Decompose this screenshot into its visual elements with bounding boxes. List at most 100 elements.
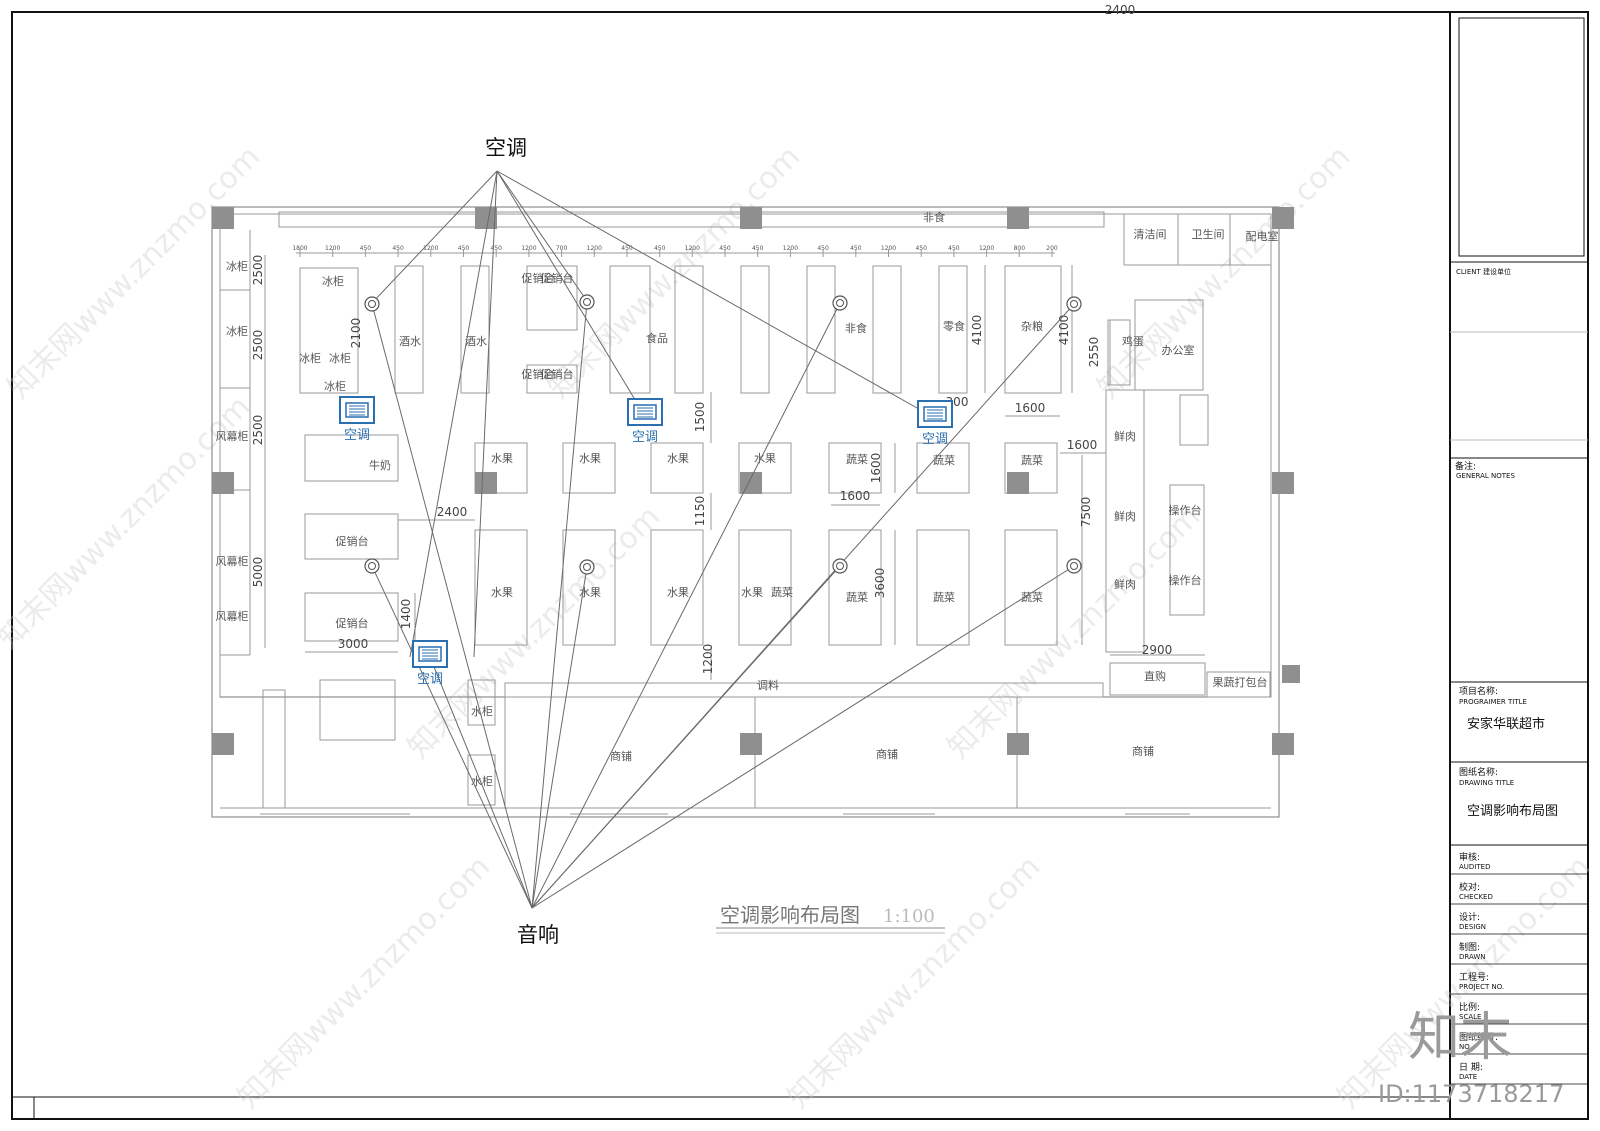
room-label: 促销台 — [522, 271, 555, 285]
dimension-label: 1600 — [1015, 401, 1046, 415]
dimension-label: 2400 — [437, 505, 468, 519]
room-label: 蔬菜 — [846, 591, 868, 604]
top-dimension-label: 1200 — [325, 245, 340, 252]
room-label: 操作台 — [1169, 573, 1202, 587]
title-block-row-label-en: PROJECT NO. — [1459, 983, 1504, 991]
top-dimension-label: 450 — [458, 245, 470, 252]
title-block-row-label-en: DRAWN — [1459, 953, 1486, 961]
room-label: 水果 — [754, 452, 776, 465]
top-dimension-label: 1200 — [521, 245, 536, 252]
watermark-logo: 知末 — [1408, 1008, 1512, 1068]
room-label: 冰柜 — [329, 352, 351, 365]
room-label: 调料 — [757, 678, 779, 692]
room-label: 酒水 — [465, 335, 487, 348]
top-dimension-label: 800 — [1014, 245, 1026, 252]
top-dimension-label: 450 — [360, 245, 372, 252]
speaker-callout-label: 音响 — [517, 923, 559, 947]
top-dimension-label: 450 — [915, 245, 927, 252]
project-name-value: 安家华联超市 — [1467, 716, 1545, 732]
client-label: CLIENT 建设单位 — [1456, 267, 1511, 276]
top-dimension-label: 450 — [948, 245, 960, 252]
speaker-leader-line — [531, 566, 588, 909]
room-label: 水果 — [579, 586, 601, 599]
room-label: 水果 — [491, 586, 513, 599]
speaker-leader-line — [371, 303, 533, 909]
room-label: 促销台 — [336, 534, 369, 548]
dimension-label: 4100 — [970, 315, 984, 346]
speaker-icon — [832, 558, 848, 574]
top-dimension-label: 450 — [621, 245, 633, 252]
dimension-label: 3600 — [873, 568, 887, 599]
top-dimension-label: 450 — [752, 245, 764, 252]
room-label: 风幕柜 — [216, 554, 249, 568]
top-dimension-label: 1200 — [881, 245, 896, 252]
top-dimension-label: 1200 — [979, 245, 994, 252]
room-label: 蔬菜 — [1021, 591, 1043, 604]
room-label: 风幕柜 — [216, 429, 249, 443]
ac-leader-line — [409, 170, 498, 658]
top-dimension-label: 450 — [392, 245, 404, 252]
room-label: 配电室 — [1246, 229, 1279, 243]
watermark-text: 知末网www.znzmo.com — [401, 499, 667, 765]
room-label: 鲜肉 — [1114, 429, 1136, 443]
title-block-row-label-en: DESIGN — [1459, 923, 1486, 931]
room-label: 促销台 — [541, 367, 574, 381]
speaker-leader-line — [531, 565, 1075, 909]
room-label: 蔬菜 — [846, 453, 868, 466]
callout-leader-lines — [371, 170, 1075, 909]
watermark-text: 知末网www.znzmo.com — [1091, 139, 1357, 405]
top-dimension-label: 450 — [817, 245, 829, 252]
dimension-label: 2550 — [1087, 337, 1101, 368]
room-label: 水果 — [667, 452, 689, 465]
dimension-label: 2100 — [349, 318, 363, 349]
title-block-row-label: 审核: — [1459, 851, 1480, 863]
dimension-label: 1400 — [399, 599, 413, 630]
dimension-label: 4100 — [1057, 315, 1071, 346]
dimension-lines — [264, 252, 1205, 680]
ac-unit-label: 空调 — [922, 432, 948, 447]
top-dimension-label: 1200 — [423, 245, 438, 252]
speaker-icon — [364, 296, 380, 312]
speaker-leader-line — [531, 302, 841, 909]
room-label: 直购 — [1144, 669, 1166, 683]
ac-unit-icon: 空调 — [339, 396, 375, 443]
room-label: 非食 — [845, 321, 867, 335]
title-block-row-label: 比例: — [1459, 1001, 1480, 1013]
room-label: 酒水 — [399, 335, 421, 348]
room-label: 卫生间 — [1192, 227, 1225, 241]
room-label: 冰柜 — [322, 275, 344, 288]
speaker-icon — [579, 559, 595, 575]
room-label: 非食 — [923, 210, 945, 224]
ac-unit-label: 空调 — [344, 428, 370, 443]
speaker-leader-line — [429, 656, 533, 909]
ac-leader-line — [371, 170, 498, 304]
speaker-icon — [579, 294, 595, 310]
top-dimension-label: 450 — [490, 245, 502, 252]
room-label: 商铺 — [1132, 744, 1154, 758]
room-label: 蔬菜 — [1021, 454, 1043, 467]
room-label: 水果 — [579, 452, 601, 465]
ac-leader-line — [496, 170, 641, 409]
dimension-label: 7500 — [1079, 497, 1093, 528]
room-label: 风幕柜 — [216, 609, 249, 623]
top-edge-dimension: 2400 — [1105, 3, 1136, 17]
title-block-row-label-en: SCALE — [1459, 1013, 1481, 1021]
room-label: 水柜 — [471, 775, 493, 788]
dimension-label: 2500 — [251, 415, 265, 446]
ac-leader-line — [496, 170, 934, 418]
dimension-label: 2500 — [251, 255, 265, 286]
room-label: 食品 — [646, 331, 668, 345]
notes-label: 备注: — [1455, 460, 1476, 472]
drawing-title-main: 空调影响布局图 — [720, 903, 860, 927]
room-label: 商铺 — [876, 747, 898, 761]
speaker-icon — [1066, 296, 1082, 312]
room-label: 鲜肉 — [1114, 577, 1136, 591]
top-dimension-label: 450 — [719, 245, 731, 252]
ac-unit-label: 空调 — [632, 430, 658, 445]
watermark-text: 知末网www.znzmo.com — [941, 499, 1207, 765]
room-label: 杂粮 — [1021, 319, 1043, 333]
speaker-icon — [1066, 558, 1082, 574]
drawing-name-label-en: DRAWING TITLE — [1459, 779, 1514, 787]
title-block-row-label-en: DATE — [1459, 1073, 1477, 1081]
